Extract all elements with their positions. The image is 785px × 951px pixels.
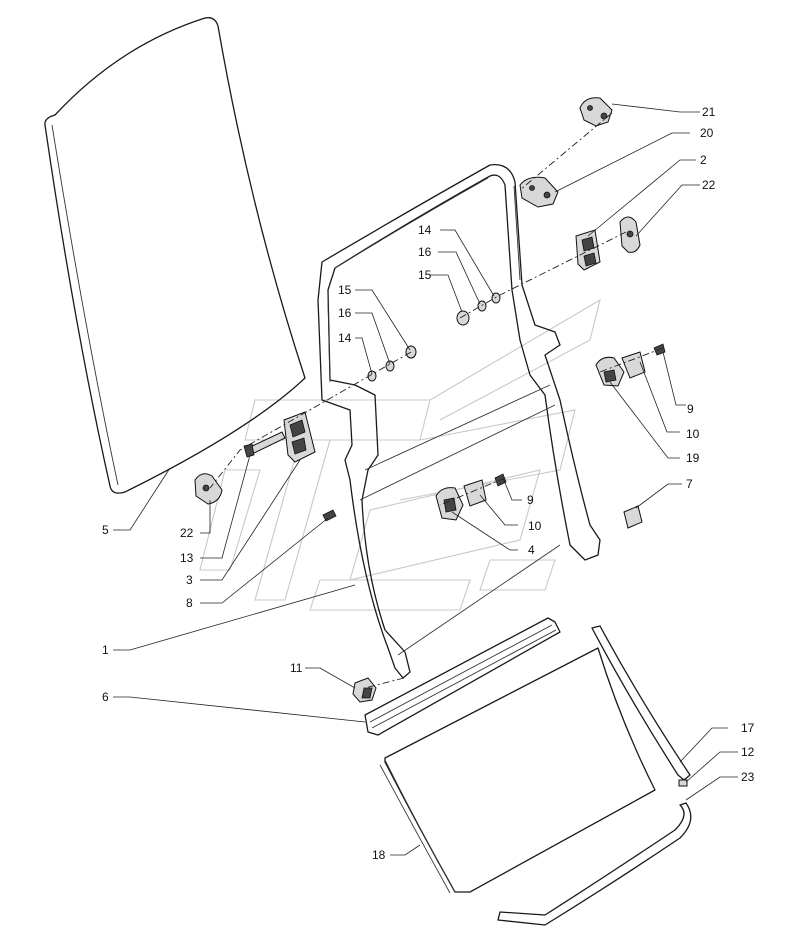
label-9-lower: 9 <box>527 493 534 507</box>
bracket-10-lower <box>463 479 487 507</box>
seal-profile-23 <box>497 802 692 926</box>
label-14-upper: 14 <box>418 223 432 237</box>
label-22-upper: 22 <box>702 178 716 192</box>
fastener-stack-middle <box>367 345 417 382</box>
label-13: 13 <box>180 551 194 565</box>
label-9-upper: 9 <box>687 402 694 416</box>
label-14-middle: 14 <box>338 331 352 345</box>
label-12: 12 <box>741 745 755 759</box>
plate-21 <box>579 97 613 127</box>
block-7 <box>623 505 643 529</box>
label-3: 3 <box>186 573 193 587</box>
screw-8 <box>322 509 337 522</box>
label-22-lower: 22 <box>180 526 194 540</box>
label-4: 4 <box>528 543 535 557</box>
bolt-13 <box>243 431 286 458</box>
label-5: 5 <box>102 523 109 537</box>
label-11: 11 <box>290 661 303 675</box>
stop-block-11 <box>352 677 377 703</box>
label-23: 23 <box>741 770 755 784</box>
latch-4 <box>435 487 464 521</box>
plate-20 <box>519 176 559 208</box>
clip-12 <box>678 779 688 787</box>
label-8: 8 <box>186 596 193 610</box>
fastener-stack-upper <box>456 292 501 326</box>
hinge-block-3 <box>283 411 316 463</box>
seal-17 <box>591 625 691 781</box>
rail-6 <box>364 617 561 736</box>
label-10-lower: 10 <box>528 519 542 533</box>
label-18: 18 <box>372 848 386 862</box>
bracket-22-upper <box>619 216 641 253</box>
bracket-10-upper <box>621 351 646 379</box>
label-1: 1 <box>102 643 109 657</box>
label-16-middle: 16 <box>338 306 352 320</box>
bracket-22-lower <box>194 473 223 505</box>
leader-lines <box>113 103 738 856</box>
label-20: 20 <box>700 126 714 140</box>
label-6: 6 <box>102 690 109 704</box>
latch-19 <box>595 356 625 387</box>
hinge-block-2 <box>575 229 601 271</box>
assembly-axes <box>209 112 664 689</box>
label-17: 17 <box>741 721 755 735</box>
glass-panel-5 <box>44 17 306 494</box>
label-16-upper: 16 <box>418 245 432 259</box>
part-labels: 21 20 2 22 14 16 15 15 16 14 9 10 19 7 9… <box>102 105 755 862</box>
label-10-upper: 10 <box>686 427 700 441</box>
label-21: 21 <box>702 105 716 119</box>
label-15-upper: 15 <box>418 268 432 282</box>
main-frame-1 <box>317 163 601 679</box>
lower-glass-18 <box>379 647 656 894</box>
label-7: 7 <box>686 477 693 491</box>
watermark-logo <box>199 298 601 611</box>
label-2: 2 <box>700 153 707 167</box>
label-15-middle: 15 <box>338 283 352 297</box>
label-19: 19 <box>686 451 700 465</box>
